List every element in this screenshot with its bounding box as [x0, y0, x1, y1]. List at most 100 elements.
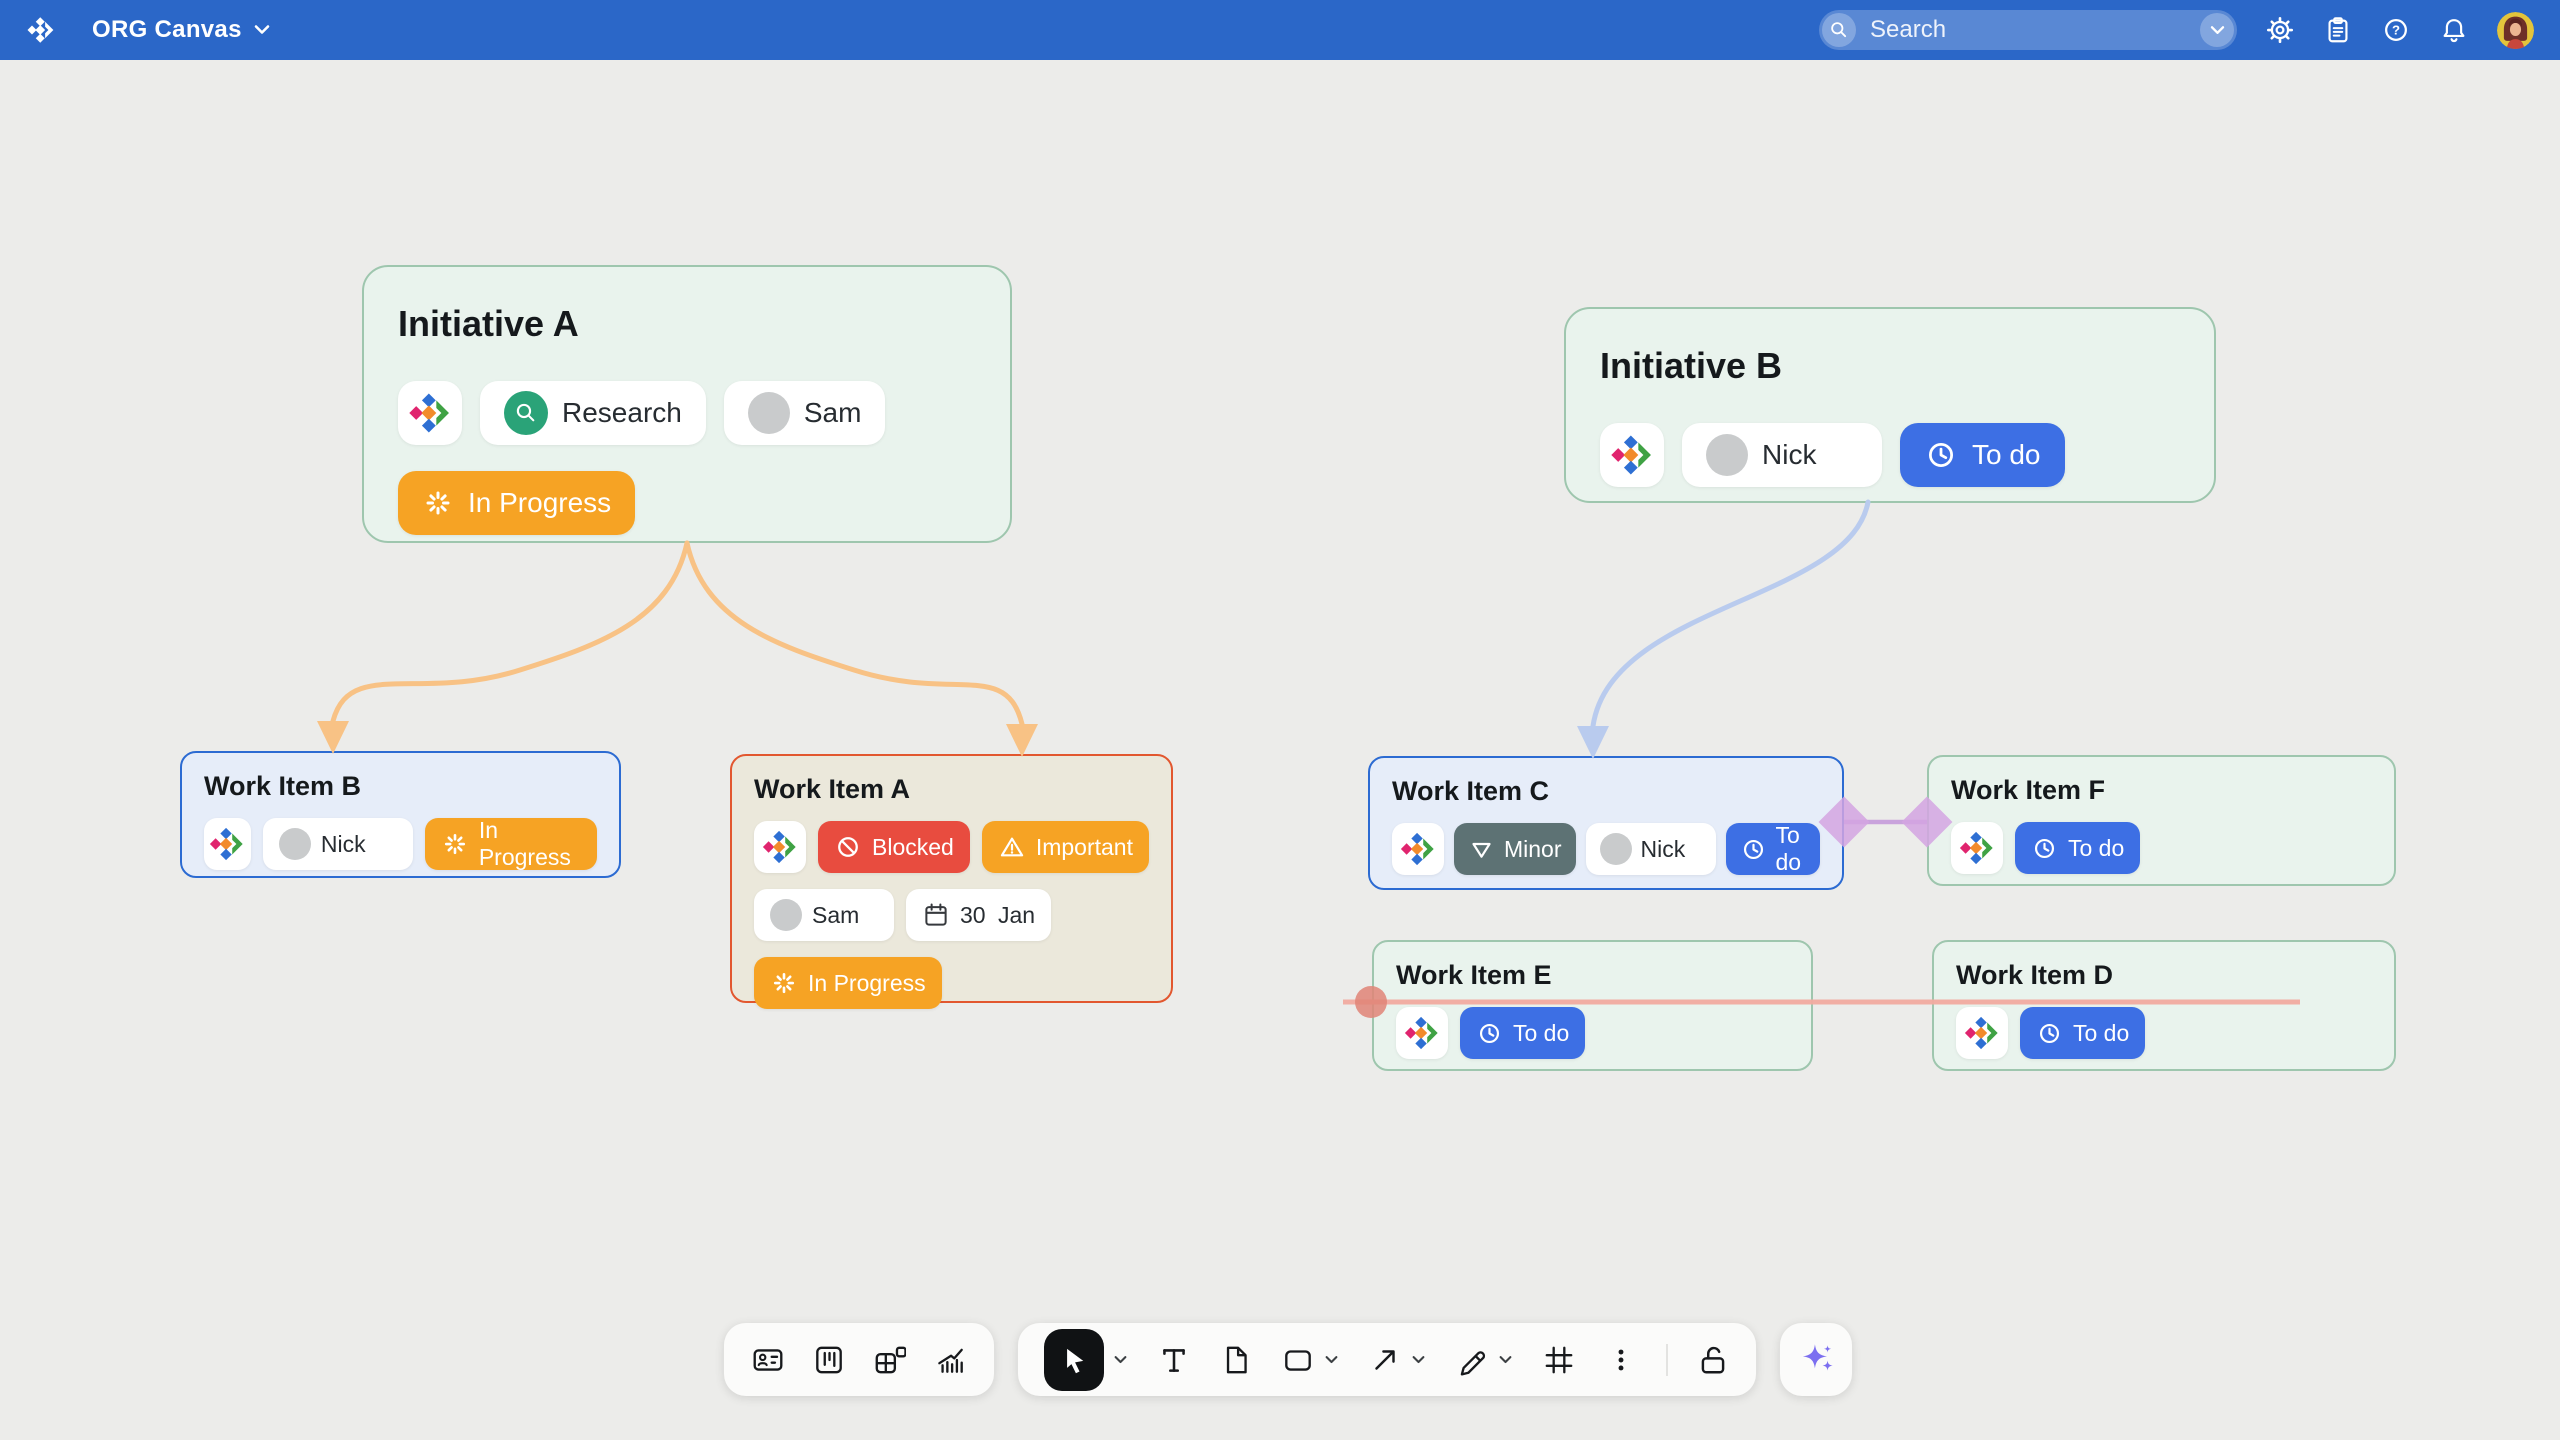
card-work-item-f[interactable]: Work Item F To do: [1927, 755, 2396, 886]
orange-connector-initiative-a: [330, 540, 1025, 727]
assignee-chip[interactable]: Nick: [1585, 823, 1716, 875]
app-logo-icon: [761, 828, 799, 866]
assignee-chip[interactable]: Nick: [1682, 423, 1882, 487]
svg-text:?: ?: [2392, 23, 2400, 38]
status-chip-todo[interactable]: To do: [1725, 822, 1820, 875]
priority-text: Minor: [1504, 835, 1562, 862]
status-chip-in-progress[interactable]: In Progress: [754, 957, 942, 1009]
card-initiative-a[interactable]: Initiative A Research Sam: [362, 265, 1012, 543]
canvas-title-dropdown[interactable]: ORG Canvas: [92, 16, 270, 44]
help-button[interactable]: ?: [2381, 15, 2411, 45]
label-chip-research[interactable]: Research: [480, 381, 706, 445]
ai-assistant-button[interactable]: [1780, 1323, 1852, 1396]
clock-icon: [2031, 835, 2058, 862]
canvas-area[interactable]: Initiative A Research Sam: [0, 60, 2560, 1440]
card-work-item-e[interactable]: Work Item E To do: [1372, 940, 1813, 1071]
source-logo-chip[interactable]: [204, 818, 251, 870]
clipboard-icon: [2323, 15, 2353, 45]
source-logo-chip[interactable]: [398, 381, 462, 445]
orange-arrowhead: [1006, 724, 1038, 757]
connector-tool-dropdown[interactable]: [1412, 1352, 1427, 1367]
clock-icon: [1924, 438, 1958, 472]
assignee-avatar: [1706, 434, 1748, 476]
spinner-icon: [441, 830, 469, 858]
text-tool-button[interactable]: [1157, 1343, 1191, 1377]
source-logo-chip[interactable]: [1392, 823, 1444, 875]
card-work-item-a[interactable]: Work Item A Blocked Important: [730, 754, 1173, 1009]
status-text: To do: [2073, 1019, 2130, 1046]
blue-arrowhead: [1577, 726, 1609, 759]
card-title: Initiative A: [398, 303, 579, 344]
due-date-chip[interactable]: 30 Jan: [906, 889, 1052, 941]
source-logo-chip[interactable]: [1396, 1007, 1448, 1059]
kanban-board-tool-button[interactable]: [812, 1343, 846, 1377]
blue-connector-initiative-b: [1577, 499, 1871, 759]
pen-tool-button[interactable]: [1455, 1343, 1489, 1377]
avatar-image: [2497, 12, 2534, 49]
label-text: Research: [562, 397, 682, 428]
search-input[interactable]: [1856, 16, 2200, 44]
assignee-chip[interactable]: Sam: [723, 381, 886, 445]
status-chip-todo[interactable]: To do: [1460, 1007, 1586, 1059]
layout-blocks-tool-button[interactable]: [872, 1343, 906, 1377]
assignee-name: Nick: [1762, 439, 1817, 470]
blocked-chip[interactable]: Blocked: [818, 821, 970, 873]
status-chip-in-progress[interactable]: In Progress: [398, 471, 636, 535]
help-icon: ?: [2385, 19, 2407, 41]
assignee-avatar: [278, 828, 311, 860]
due-date-text: 30 Jan: [960, 901, 1036, 928]
priority-chip-minor[interactable]: Minor: [1454, 823, 1576, 875]
chip-row: Sam 30 Jan: [754, 889, 1149, 941]
status-text: In Progress: [468, 487, 612, 518]
select-tool-group: [1044, 1328, 1129, 1391]
status-chip-todo[interactable]: To do: [2015, 822, 2141, 874]
source-logo-chip[interactable]: [754, 821, 806, 873]
frame-tool-button[interactable]: [1542, 1343, 1576, 1377]
connector-tool-button[interactable]: [1368, 1343, 1402, 1377]
user-avatar[interactable]: [2497, 12, 2534, 49]
settings-button[interactable]: [2265, 15, 2295, 45]
lock-button[interactable]: [1696, 1343, 1730, 1377]
card-initiative-b[interactable]: Initiative B Nick To do: [1564, 307, 2216, 503]
status-text: To do: [2068, 834, 2125, 861]
search-scope-dropdown[interactable]: [2200, 13, 2234, 47]
source-logo-chip[interactable]: [1951, 822, 2003, 874]
pen-tool-dropdown[interactable]: [1499, 1352, 1514, 1367]
shape-tool-button[interactable]: [1281, 1343, 1315, 1377]
spinner-icon: [770, 969, 798, 997]
app-logo-icon: [1963, 1014, 2001, 1052]
shape-tool-dropdown[interactable]: [1325, 1352, 1340, 1367]
select-tool-button[interactable]: [1044, 1328, 1104, 1391]
assignee-name: Sam: [803, 397, 862, 428]
chip-row: Nick To do: [1600, 423, 2180, 487]
status-text: In Progress: [808, 969, 926, 996]
select-tool-dropdown[interactable]: [1114, 1352, 1129, 1367]
assignee-chip[interactable]: Nick: [262, 818, 413, 870]
id-card-tool-button[interactable]: [751, 1343, 785, 1377]
document-tool-button[interactable]: [1219, 1343, 1253, 1377]
source-logo-chip[interactable]: [1956, 1007, 2008, 1059]
analytics-tool-button[interactable]: [933, 1343, 967, 1377]
notifications-button[interactable]: [2439, 15, 2469, 45]
id-card-icon: [751, 1343, 785, 1377]
card-work-item-d[interactable]: Work Item D To do: [1932, 940, 2396, 1071]
assignee-chip[interactable]: Sam: [754, 889, 894, 941]
assignee-avatar: [747, 392, 790, 434]
card-work-item-b[interactable]: Work Item B Nick In Progress: [180, 751, 621, 878]
toolbar-divider: [1666, 1343, 1668, 1376]
assignee-avatar: [1599, 833, 1632, 865]
important-chip[interactable]: Important: [981, 821, 1149, 873]
shape-tool-group: [1281, 1343, 1340, 1377]
status-chip-todo[interactable]: To do: [1900, 423, 2065, 487]
chip-row: To do: [1956, 1007, 2372, 1059]
card-title: Initiative B: [1600, 345, 1783, 386]
clipboard-button[interactable]: [2323, 15, 2353, 45]
kebab-menu-icon: [1604, 1343, 1638, 1377]
status-chip-in-progress[interactable]: In Progress: [424, 817, 597, 870]
status-chip-todo[interactable]: To do: [2020, 1007, 2146, 1059]
app-logo-icon: [1403, 1014, 1441, 1052]
search-bar[interactable]: [1819, 10, 2237, 50]
card-work-item-c[interactable]: Work Item C Minor Nick: [1368, 756, 1844, 890]
more-options-button[interactable]: [1604, 1343, 1638, 1377]
source-logo-chip[interactable]: [1600, 423, 1664, 487]
